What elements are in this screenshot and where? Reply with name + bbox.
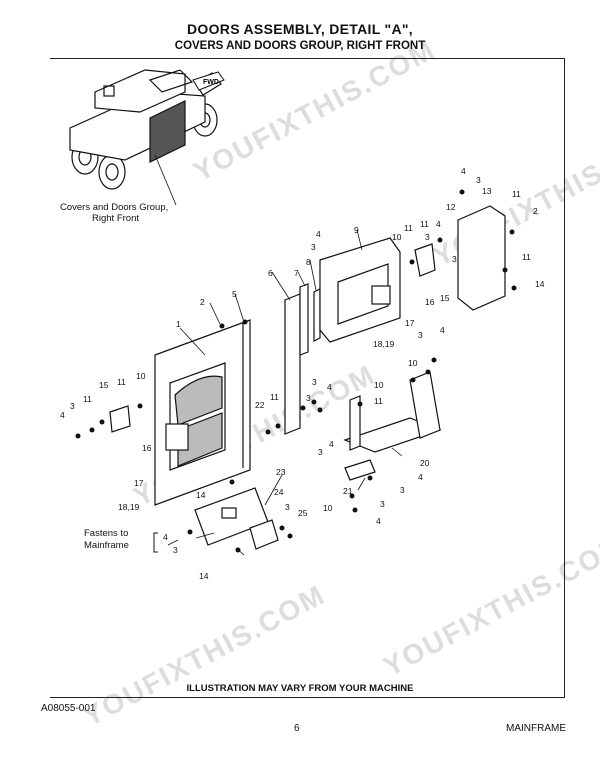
illustration-disclaimer: ILLUSTRATION MAY VARY FROM YOUR MACHINE: [186, 683, 414, 694]
callout: 11: [404, 223, 413, 233]
callout: 4: [418, 472, 423, 482]
callout: 1: [176, 319, 181, 329]
callout: 3: [311, 242, 316, 252]
callout: 4: [329, 439, 334, 449]
door-panel: [154, 319, 251, 506]
callout: 11: [522, 252, 531, 262]
callout: 12: [446, 202, 456, 212]
callout: 17: [405, 318, 415, 328]
callout: 3: [285, 502, 290, 512]
callout: 3: [476, 175, 481, 185]
callout: 4: [163, 532, 168, 542]
callout: 18,19: [373, 339, 395, 349]
location-callout-line-2: Right Front: [92, 213, 139, 224]
callout: 15: [440, 293, 450, 303]
callout: 11: [420, 219, 429, 229]
callout: 25: [298, 508, 308, 518]
illustration-frame: [50, 58, 565, 698]
callout: 11: [83, 394, 92, 404]
page-title: DOORS ASSEMBLY, DETAIL "A",: [187, 21, 413, 37]
location-callout: Covers and Doors Group,: [60, 202, 168, 213]
callout: 3: [400, 485, 405, 495]
callout: 23: [276, 467, 286, 477]
callout: 10: [374, 380, 384, 390]
callout: 22: [255, 400, 265, 410]
callout: 10: [408, 358, 418, 368]
callout: 24: [274, 487, 284, 497]
callout: 6: [268, 268, 273, 278]
callout: 3: [318, 447, 323, 457]
section-name: MAINFRAME: [506, 723, 566, 734]
callout: 3: [312, 377, 317, 387]
figure-id: A08055-001: [41, 703, 96, 714]
callout: 17: [134, 478, 144, 488]
callout: 14: [199, 571, 209, 581]
callout: 5: [232, 289, 237, 299]
callout: 13: [482, 186, 492, 196]
callout: 8: [306, 257, 311, 267]
callout: 18,19: [118, 502, 140, 512]
callout: 4: [327, 382, 332, 392]
fastens-label-line-2: Mainframe: [84, 540, 129, 551]
fastens-label: Fastens to: [84, 528, 128, 539]
callout: 3: [173, 545, 178, 555]
callout: 11: [117, 377, 126, 387]
callout: 15: [99, 380, 109, 390]
callout: 3: [70, 401, 75, 411]
callout: 3: [418, 330, 423, 340]
callout: 2: [200, 297, 205, 307]
page-subtitle: COVERS AND DOORS GROUP, RIGHT FRONT: [174, 40, 426, 52]
callout: 14: [196, 490, 206, 500]
callout: 4: [436, 219, 441, 229]
callout: 4: [440, 325, 445, 335]
callout: 3: [452, 254, 457, 264]
callout: 3: [380, 499, 385, 509]
callout: 9: [354, 225, 359, 235]
callout: 10: [392, 232, 402, 242]
callout: 20: [420, 458, 430, 468]
callout: 3: [306, 393, 311, 403]
callout: 21: [343, 486, 353, 496]
callout: 10: [323, 503, 333, 513]
callout: 4: [60, 410, 65, 420]
callout: 4: [461, 166, 466, 176]
callout: 3: [425, 232, 430, 242]
callout: 4: [376, 516, 381, 526]
callout: 11: [374, 396, 383, 406]
callout: 2: [533, 206, 538, 216]
fwd-label: FWD: [203, 79, 219, 86]
callout: 10: [136, 371, 146, 381]
callout: 14: [535, 279, 545, 289]
page-number: 6: [294, 723, 300, 734]
callout: 16: [425, 297, 435, 307]
callout: 4: [316, 229, 321, 239]
callout: 7: [294, 268, 299, 278]
callout: 11: [512, 189, 521, 199]
callout: 16: [142, 443, 152, 453]
callout: 11: [270, 392, 279, 402]
